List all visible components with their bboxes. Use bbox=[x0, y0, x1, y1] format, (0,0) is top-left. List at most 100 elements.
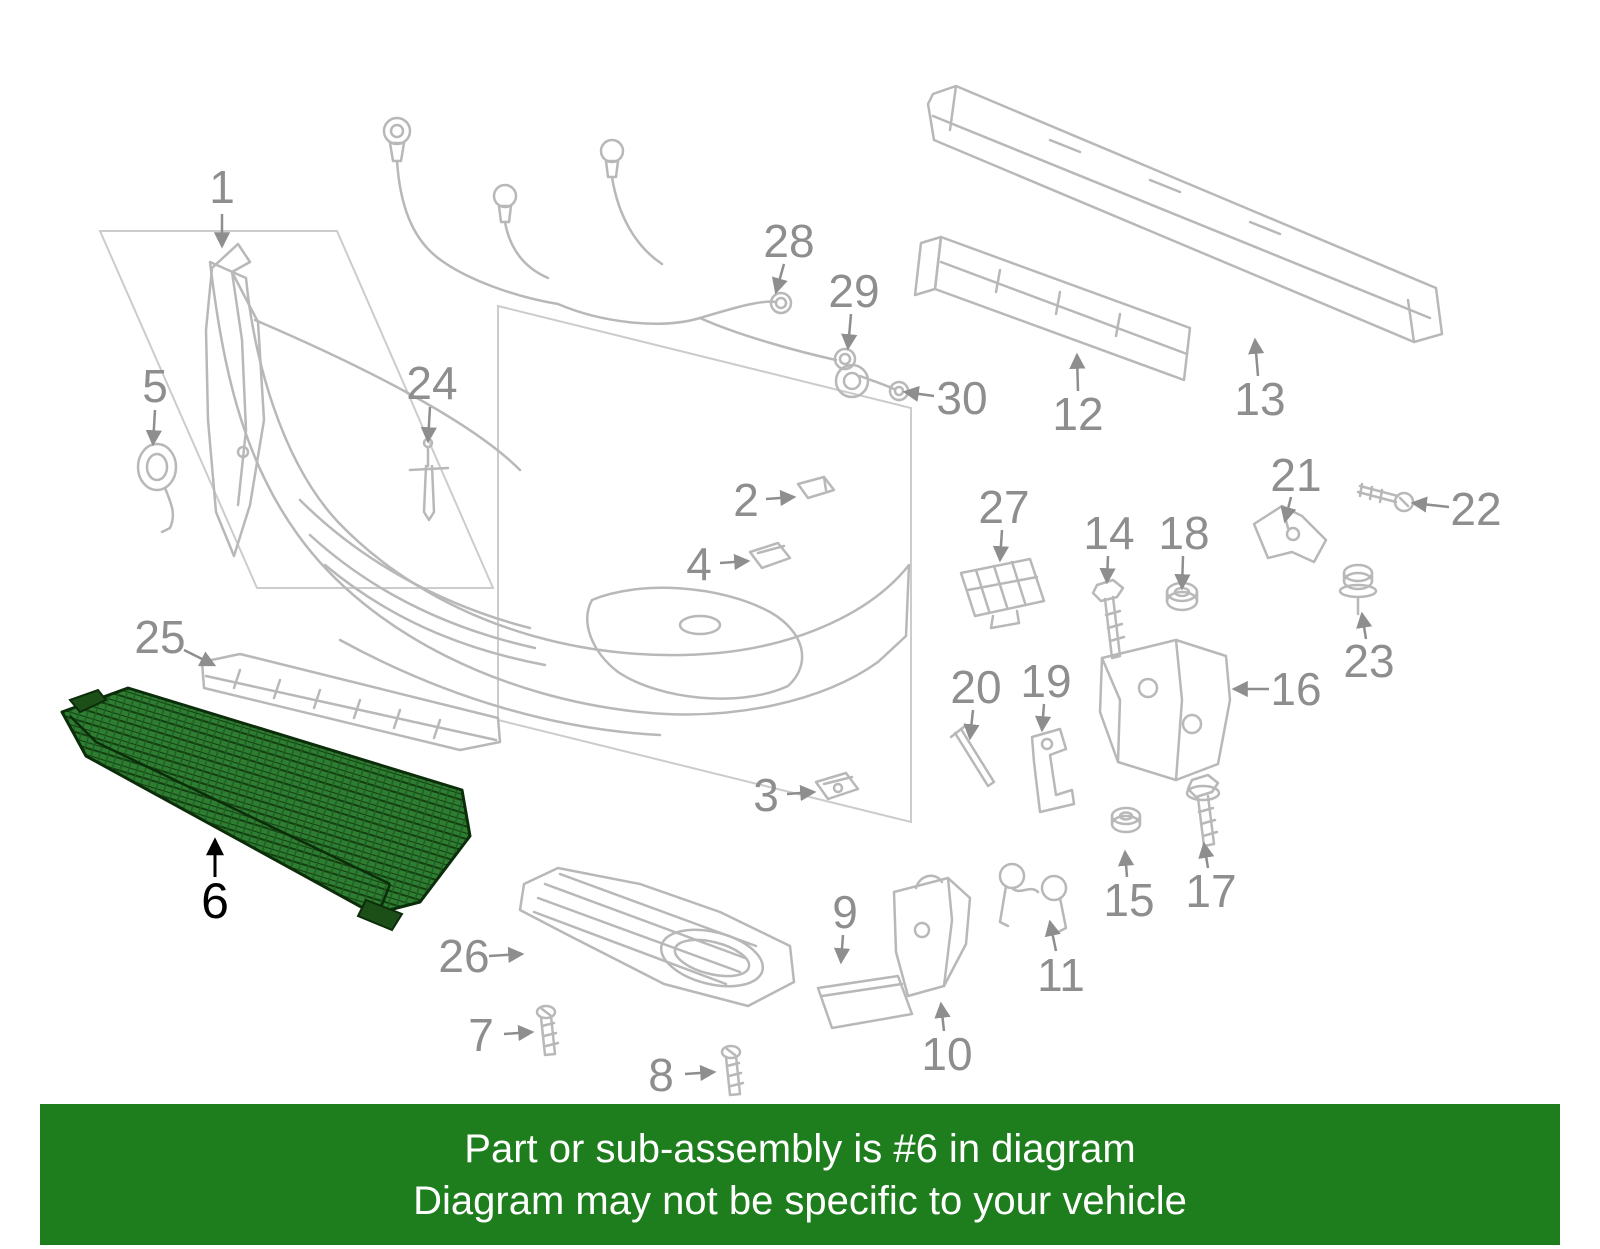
part-callout-2: 2 bbox=[733, 474, 797, 526]
part-9-drawing bbox=[816, 974, 914, 1030]
part-callout-4: 4 bbox=[686, 538, 751, 590]
callout-arrow-icon bbox=[765, 489, 797, 507]
part-19-drawing bbox=[1030, 727, 1076, 814]
banner-line2: Diagram may not be specific to your vehi… bbox=[413, 1178, 1187, 1223]
part-22-drawing bbox=[1356, 482, 1415, 513]
part-number-label: 12 bbox=[1052, 388, 1103, 440]
callout-arrow-icon bbox=[1069, 352, 1086, 392]
callout-arrow-icon bbox=[183, 648, 217, 667]
part-17-drawing bbox=[1185, 773, 1221, 848]
part-number-label: 16 bbox=[1270, 663, 1321, 715]
callout-arrow-icon bbox=[992, 529, 1010, 563]
callout-arrow-icon bbox=[1174, 555, 1191, 591]
part-18-drawing bbox=[1165, 581, 1199, 612]
part-callout-28: 28 bbox=[763, 215, 815, 295]
part-callout-25: 25 bbox=[134, 611, 217, 667]
part-number-label: 17 bbox=[1185, 865, 1236, 917]
part-callout-19: 19 bbox=[1020, 655, 1072, 733]
callout-arrow-icon bbox=[145, 409, 162, 447]
part-callout-13: 13 bbox=[1234, 337, 1286, 425]
part-callout-26: 26 bbox=[438, 930, 525, 982]
part-29-drawing bbox=[698, 316, 870, 399]
part-number-label: 25 bbox=[134, 611, 185, 663]
part-24-drawing bbox=[408, 437, 450, 522]
callout-arrow-icon bbox=[934, 1001, 951, 1032]
part-callout-5: 5 bbox=[142, 360, 168, 447]
callout-arrow-icon bbox=[1198, 841, 1215, 869]
ghost-box-center bbox=[497, 304, 912, 824]
part-8-drawing bbox=[720, 1044, 745, 1097]
part-callout-9: 9 bbox=[832, 886, 858, 965]
callout-arrow-icon bbox=[420, 406, 437, 444]
diagram-note-banner: Part or sub-assembly is #6 in diagram Di… bbox=[40, 1104, 1560, 1245]
part-number-label: 8 bbox=[648, 1049, 674, 1101]
part-16-drawing bbox=[1098, 638, 1232, 782]
callout-arrow-icon bbox=[833, 934, 851, 965]
part-3-drawing bbox=[814, 771, 860, 801]
callout-arrow-icon bbox=[1034, 703, 1052, 733]
part-number-label: 27 bbox=[978, 481, 1029, 533]
ghost-boxes bbox=[98, 230, 912, 824]
part-20-drawing bbox=[949, 724, 996, 788]
part-number-label: 5 bbox=[142, 360, 168, 412]
part-number-label: 18 bbox=[1158, 507, 1209, 559]
part-number-label: 7 bbox=[468, 1009, 494, 1061]
part-number-label: 21 bbox=[1270, 449, 1321, 501]
callout-arrow-icon bbox=[1044, 919, 1061, 952]
part-callout-22: 22 bbox=[1410, 483, 1502, 535]
callout-arrow-icon bbox=[786, 784, 817, 802]
part-callout-10: 10 bbox=[921, 1001, 973, 1080]
banner-line1: Part or sub-assembly is #6 in diagram bbox=[464, 1126, 1136, 1171]
part-callout-16: 16 bbox=[1231, 663, 1322, 715]
part-6-tab bbox=[68, 688, 108, 714]
part-10-drawing bbox=[892, 874, 972, 998]
part-callout-7: 7 bbox=[468, 1009, 535, 1061]
part-callout-18: 18 bbox=[1158, 507, 1210, 591]
callout-arrow-icon bbox=[1410, 496, 1450, 513]
bumper-cover-drawing bbox=[208, 260, 911, 737]
part-callout-3: 3 bbox=[753, 769, 817, 821]
part-callout-1: 1 bbox=[209, 161, 235, 249]
part-26-drawing bbox=[518, 866, 796, 1008]
part-13-drawing bbox=[926, 84, 1444, 344]
part-23-drawing bbox=[1338, 563, 1378, 616]
callout-arrow-icon bbox=[684, 1064, 717, 1082]
callout-arrow-icon bbox=[1356, 611, 1373, 640]
callout-arrow-icon bbox=[1118, 849, 1135, 878]
part-number-label: 15 bbox=[1103, 874, 1154, 926]
part-number-label: 6 bbox=[201, 873, 229, 929]
part-number-label: 1 bbox=[209, 161, 235, 213]
part-11-drawing bbox=[998, 862, 1068, 934]
part-number-label: 13 bbox=[1234, 373, 1285, 425]
part-number-label: 9 bbox=[832, 886, 858, 938]
part-callout-24: 24 bbox=[406, 357, 458, 444]
exploded-parts-diagram: 1234567891011121314151617181920212223242… bbox=[60, 84, 1502, 1101]
part-number-label: 14 bbox=[1083, 507, 1134, 559]
part-25-drawing bbox=[200, 652, 502, 752]
part-number-label: 10 bbox=[921, 1028, 972, 1080]
part-21-drawing bbox=[1252, 504, 1328, 564]
part-callout-29: 29 bbox=[828, 265, 880, 351]
part-12-drawing bbox=[913, 235, 1192, 382]
part-number-label: 28 bbox=[763, 215, 814, 267]
part-14-drawing bbox=[1091, 578, 1126, 660]
part-callout-8: 8 bbox=[648, 1049, 717, 1101]
part-number-label: 19 bbox=[1020, 655, 1071, 707]
callout-arrow-icon bbox=[488, 946, 525, 963]
callout-arrow-icon bbox=[902, 385, 935, 402]
part-6-foot bbox=[356, 898, 404, 932]
part-7-drawing bbox=[535, 1004, 560, 1057]
callout-arrow-icon bbox=[841, 313, 858, 351]
part-number-label: 3 bbox=[753, 769, 779, 821]
part-6-highlighted-drawing bbox=[60, 686, 472, 932]
part-callout-27: 27 bbox=[978, 481, 1030, 563]
part-number-label: 23 bbox=[1343, 635, 1394, 687]
part-callout-21: 21 bbox=[1270, 449, 1322, 524]
part-number-label: 30 bbox=[936, 372, 987, 424]
part-6-body bbox=[60, 686, 472, 916]
part-number-label: 29 bbox=[828, 265, 879, 317]
part-number-label: 22 bbox=[1450, 483, 1501, 535]
part-4-drawing bbox=[748, 541, 792, 570]
